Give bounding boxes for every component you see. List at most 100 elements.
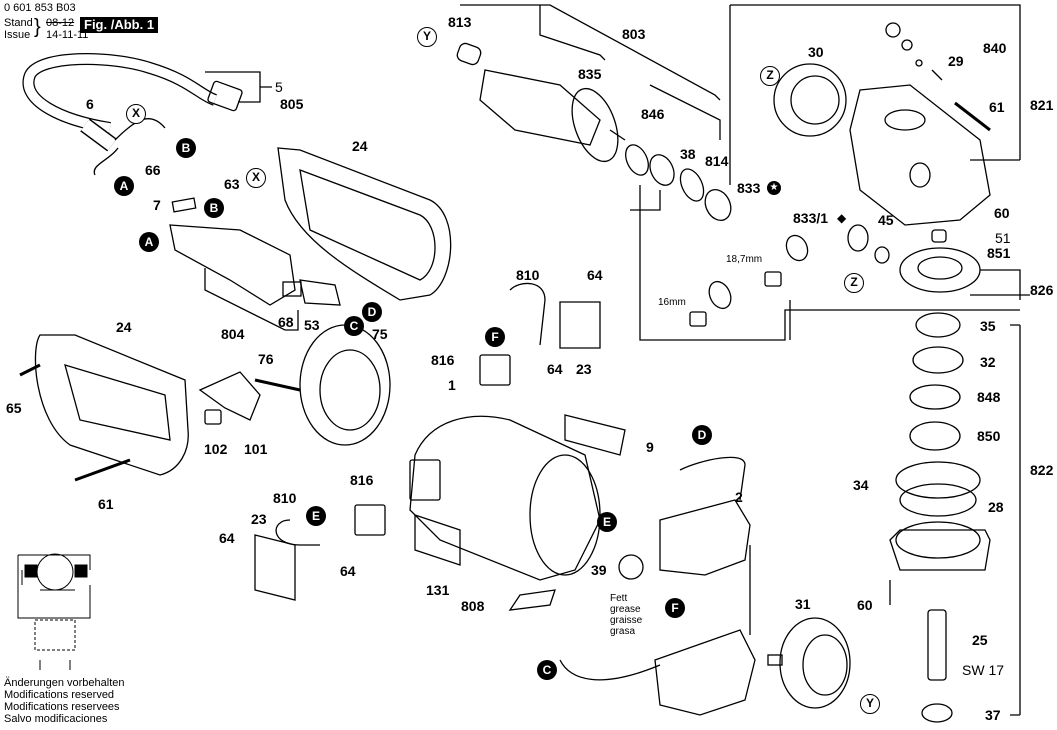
gear-housing [849,84,991,226]
grease-note-de: Fett [610,593,628,604]
part-label: 850 [977,428,1001,444]
part-label: 810 [273,490,297,506]
diamond-icon: ◆ [837,211,847,225]
part-label: 61 [989,99,1005,115]
end-cap [299,324,391,446]
part-label: 64 [587,267,603,283]
footer-notice: Änderungen vorbehalten Modifications res… [4,677,124,725]
part-label: 846 [641,106,665,122]
marker-x: X [246,168,266,188]
dimension-18-7mm: 18,7mm [726,254,763,265]
part-label: 833 [737,180,761,196]
part-label: 23 [576,361,592,377]
switch-assembly [169,197,341,306]
part-label: 816 [431,352,455,368]
lever-and-spring [198,371,301,425]
part-label: 38 [680,146,696,162]
marker-b: B [204,198,224,218]
part-label: 804 [221,326,245,342]
part-label: 29 [948,53,964,69]
part-label: 24 [116,319,132,335]
part-label: 101 [244,441,268,457]
part-label: 9 [646,439,654,455]
part-label: 102 [204,441,228,457]
marker-y: Y [860,694,880,714]
part-label: 1 [448,377,456,393]
grease-note-es: grasa [610,626,636,637]
part-label: 35 [980,318,996,334]
stand-date-struck: 08-12 [46,17,75,29]
field-coil-lower [559,629,756,716]
marker-x: X [126,104,146,124]
part-label: 60 [994,205,1010,221]
part-label: 64 [219,530,235,546]
marker-a: A [114,176,134,196]
marker-c: C [344,316,364,336]
part-label: 816 [350,472,374,488]
motor-housing [409,414,626,611]
part-label: 821 [1030,97,1054,113]
dimension-16mm: 16mm [658,297,686,308]
callout-bracket-822 [1010,324,1021,716]
callout-bracket-826 [970,269,1030,300]
part-label: 76 [258,351,274,367]
marker-e: E [306,506,326,526]
part-label: 24 [352,138,368,154]
part-label: 810 [516,267,540,283]
part-label: 65 [6,400,22,416]
part-label: 803 [622,26,646,42]
figure-title: Fig. /Abb. 1 [80,17,159,33]
part-label: 64 [547,361,563,377]
wrench-size-label: SW 17 [962,662,1005,678]
marker-z: Z [844,273,864,293]
wiring-schematic [17,553,91,670]
issue-label: Issue [4,29,31,41]
part-label: 51 [995,230,1011,246]
part-label: 851 [987,245,1011,261]
small-parts [847,22,947,264]
handle-half-lower [19,334,189,482]
part-label: 63 [224,176,240,192]
part-label: 68 [278,314,294,330]
footer-line-de: Änderungen vorbehalten [4,677,125,689]
part-label: 835 [578,66,602,82]
footer-line-fr: Modifications reservees [4,701,120,713]
footer-line-en: Modifications reserved [4,689,115,701]
part-label: 45 [878,212,894,228]
marker-f: F [665,598,685,618]
grease-note-en: grease [610,604,641,615]
marker-a: A [139,232,159,252]
part-label: 37 [985,707,1001,723]
part-label: 25 [972,632,988,648]
part-label: 6 [86,96,94,112]
issue-date: 14-11-11 [46,29,89,41]
part-label: 131 [426,582,450,598]
part-label: 53 [304,317,320,333]
part-label: 848 [977,389,1001,405]
marker-z: Z [760,66,780,86]
part-label: 32 [980,354,996,370]
spindle-stack [889,312,991,723]
part-label: 60 [857,597,873,613]
callout-bracket-833 [630,84,1020,341]
handle-half-upper [277,147,452,301]
part-label: 61 [98,496,114,512]
grease-note-fr: graisse [610,615,643,626]
callout-bracket-821 [729,4,1021,185]
bevel-gear [899,247,981,293]
marker-c: C [537,660,557,680]
footer-line-es: Salvo modificaciones [4,713,108,725]
part-label: 808 [461,598,485,614]
power-cord [22,53,243,176]
part-label: 34 [853,477,869,493]
part-label: 30 [808,44,824,60]
star-icon: ★ [767,181,781,195]
stand-label: Stand [4,17,33,29]
marker-d: D [692,425,712,445]
part-label: 75 [372,326,388,342]
marker-y: Y [417,27,437,47]
document-number: 0 601 853 B03 [4,2,76,14]
part-label: 805 [280,96,304,112]
callout-bracket [205,71,272,103]
